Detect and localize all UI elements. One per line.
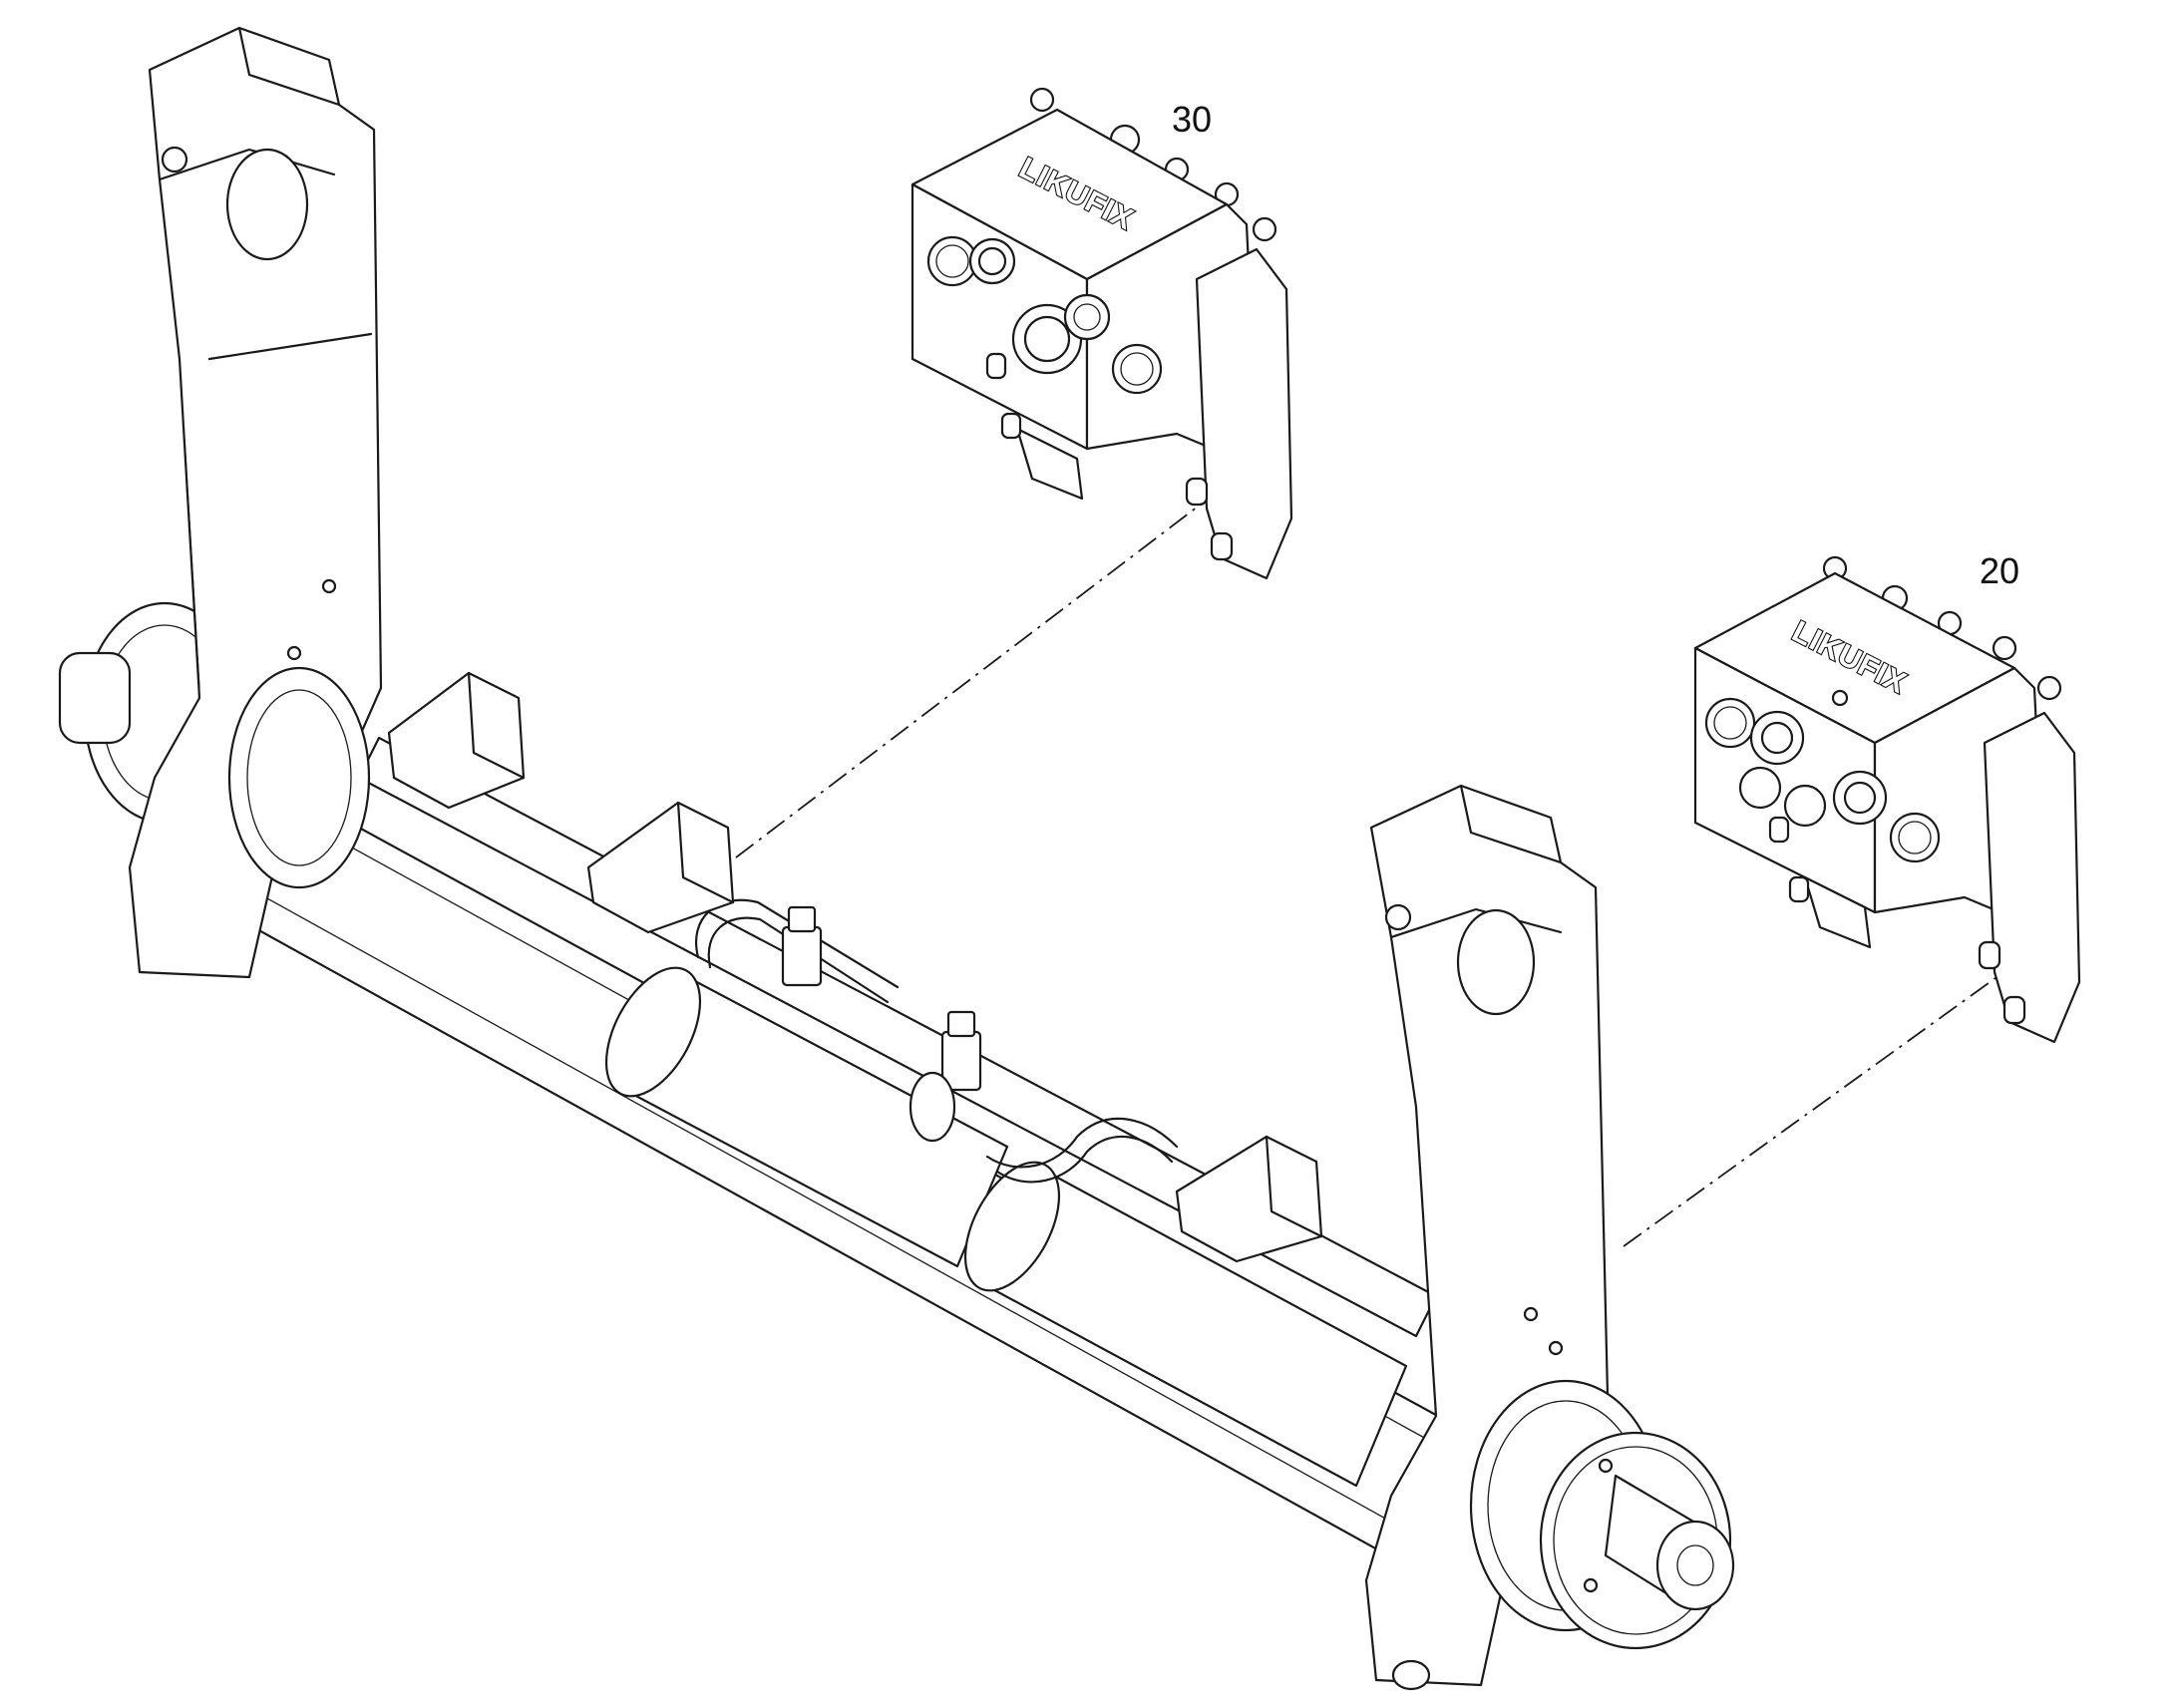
callout-20: 20 bbox=[1980, 550, 2019, 591]
leader-line-30 bbox=[735, 503, 1203, 858]
left-lift-arm bbox=[58, 26, 383, 979]
likufix-coupler-30: LIKUFIX bbox=[910, 87, 1293, 580]
leader-line-20 bbox=[1623, 974, 2000, 1247]
hydraulic-cylinder bbox=[604, 966, 1408, 1488]
hydraulic-hose bbox=[695, 898, 1179, 1184]
likufix-coupler-20: LIKUFIX bbox=[1693, 555, 2081, 1044]
right-hub-shaft bbox=[1469, 1379, 1735, 1650]
leader-lines bbox=[735, 503, 2000, 1247]
mounting-brackets bbox=[387, 671, 1323, 1263]
callout-30: 30 bbox=[1172, 99, 1212, 140]
